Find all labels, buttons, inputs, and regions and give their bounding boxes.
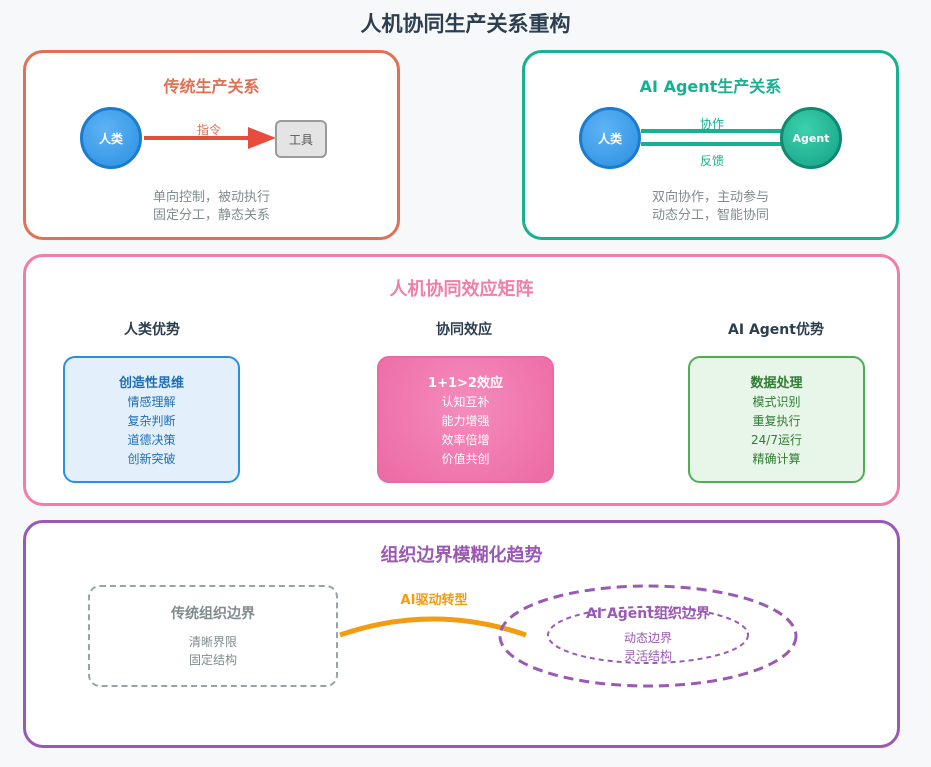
traditional-org-box: 传统组织边界 清晰界限 固定结构 bbox=[88, 585, 338, 687]
transform-curve bbox=[339, 616, 527, 638]
col-human-advantage: 人类优势 bbox=[124, 322, 180, 338]
agent-relation-panel: AI Agent生产关系 人类 协作 反馈 Agent 双向协作，主动参与 动态… bbox=[522, 50, 899, 240]
org-boundary-panel: 组织边界模糊化趋势 传统组织边界 清晰界限 固定结构 AI驱动转型 AI Age… bbox=[23, 520, 900, 748]
card-item: 效率倍增 bbox=[441, 433, 490, 447]
traditional-org-line1: 清晰界限 bbox=[188, 635, 237, 649]
card-item: 模式识别 bbox=[752, 395, 801, 409]
card-item: 复杂判断 bbox=[127, 414, 176, 428]
human-node: 人类 bbox=[80, 107, 142, 169]
card-head: 1+1>2效应 bbox=[428, 376, 503, 391]
collaboration-link bbox=[641, 129, 783, 146]
agent-relation-title: AI Agent生产关系 bbox=[639, 77, 782, 96]
card-item: 重复执行 bbox=[752, 414, 801, 428]
card-item: 认知互补 bbox=[441, 395, 490, 409]
traditional-relation-panel: 传统生产关系 人类 指令 工具 单向控制，被动执行 固定分工，静态关系 bbox=[23, 50, 400, 240]
agent-org-boundary bbox=[498, 584, 798, 688]
agent-advantage-card: 数据处理 模式识别 重复执行 24/7运行 精确计算 bbox=[688, 356, 865, 483]
page-title: 人机协同生产关系重构 bbox=[360, 12, 571, 36]
collaboration-label: 协作 bbox=[699, 117, 724, 131]
card-head: 创造性思维 bbox=[118, 376, 184, 391]
traditional-org-line2: 固定结构 bbox=[188, 653, 237, 667]
traditional-desc-2: 固定分工，静态关系 bbox=[152, 208, 270, 223]
tool-node: 工具 bbox=[275, 120, 327, 158]
card-item: 精确计算 bbox=[752, 452, 801, 466]
card-item: 创新突破 bbox=[127, 452, 176, 466]
card-head: 数据处理 bbox=[750, 376, 803, 391]
agent-org-title: AI Agent组织边界 bbox=[586, 606, 710, 622]
col-synergy: 协同效应 bbox=[436, 322, 492, 338]
matrix-title: 人机协同效应矩阵 bbox=[389, 279, 534, 300]
synergy-card: 1+1>2效应 认知互补 能力增强 效率倍增 价值共创 bbox=[377, 356, 554, 483]
tool-label: 工具 bbox=[288, 132, 313, 147]
agent-org-line2: 灵活结构 bbox=[623, 649, 672, 663]
traditional-org-title: 传统组织边界 bbox=[171, 606, 255, 622]
traditional-desc-1: 单向控制，被动执行 bbox=[152, 190, 270, 205]
card-item: 价值共创 bbox=[441, 452, 490, 466]
agent-desc-2: 动态分工，智能协同 bbox=[651, 208, 769, 223]
human-node-label: 人类 bbox=[98, 131, 123, 146]
card-item: 道德决策 bbox=[127, 433, 176, 447]
col-agent-advantage: AI Agent优势 bbox=[728, 322, 824, 338]
synergy-matrix-panel: 人机协同效应矩阵 人类优势 协同效应 AI Agent优势 创造性思维 情感理解… bbox=[23, 254, 900, 506]
card-item: 24/7运行 bbox=[751, 433, 802, 447]
card-item: 能力增强 bbox=[441, 414, 490, 428]
human-node: 人类 bbox=[579, 107, 641, 169]
command-arrow bbox=[144, 127, 276, 149]
agent-desc-1: 双向协作，主动参与 bbox=[651, 190, 769, 205]
human-advantage-card: 创造性思维 情感理解 复杂判断 道德决策 创新突破 bbox=[63, 356, 240, 483]
traditional-title: 传统生产关系 bbox=[163, 77, 260, 96]
card-item: 情感理解 bbox=[127, 395, 176, 409]
feedback-label: 反馈 bbox=[699, 154, 724, 168]
agent-node: Agent bbox=[780, 107, 842, 169]
agent-node-label: Agent bbox=[792, 131, 830, 145]
org-title: 组织边界模糊化趋势 bbox=[380, 545, 543, 566]
agent-org-line1: 动态边界 bbox=[623, 631, 672, 645]
command-label: 指令 bbox=[196, 123, 221, 137]
transform-label: AI驱动转型 bbox=[400, 593, 468, 608]
human-node-label: 人类 bbox=[597, 131, 622, 146]
